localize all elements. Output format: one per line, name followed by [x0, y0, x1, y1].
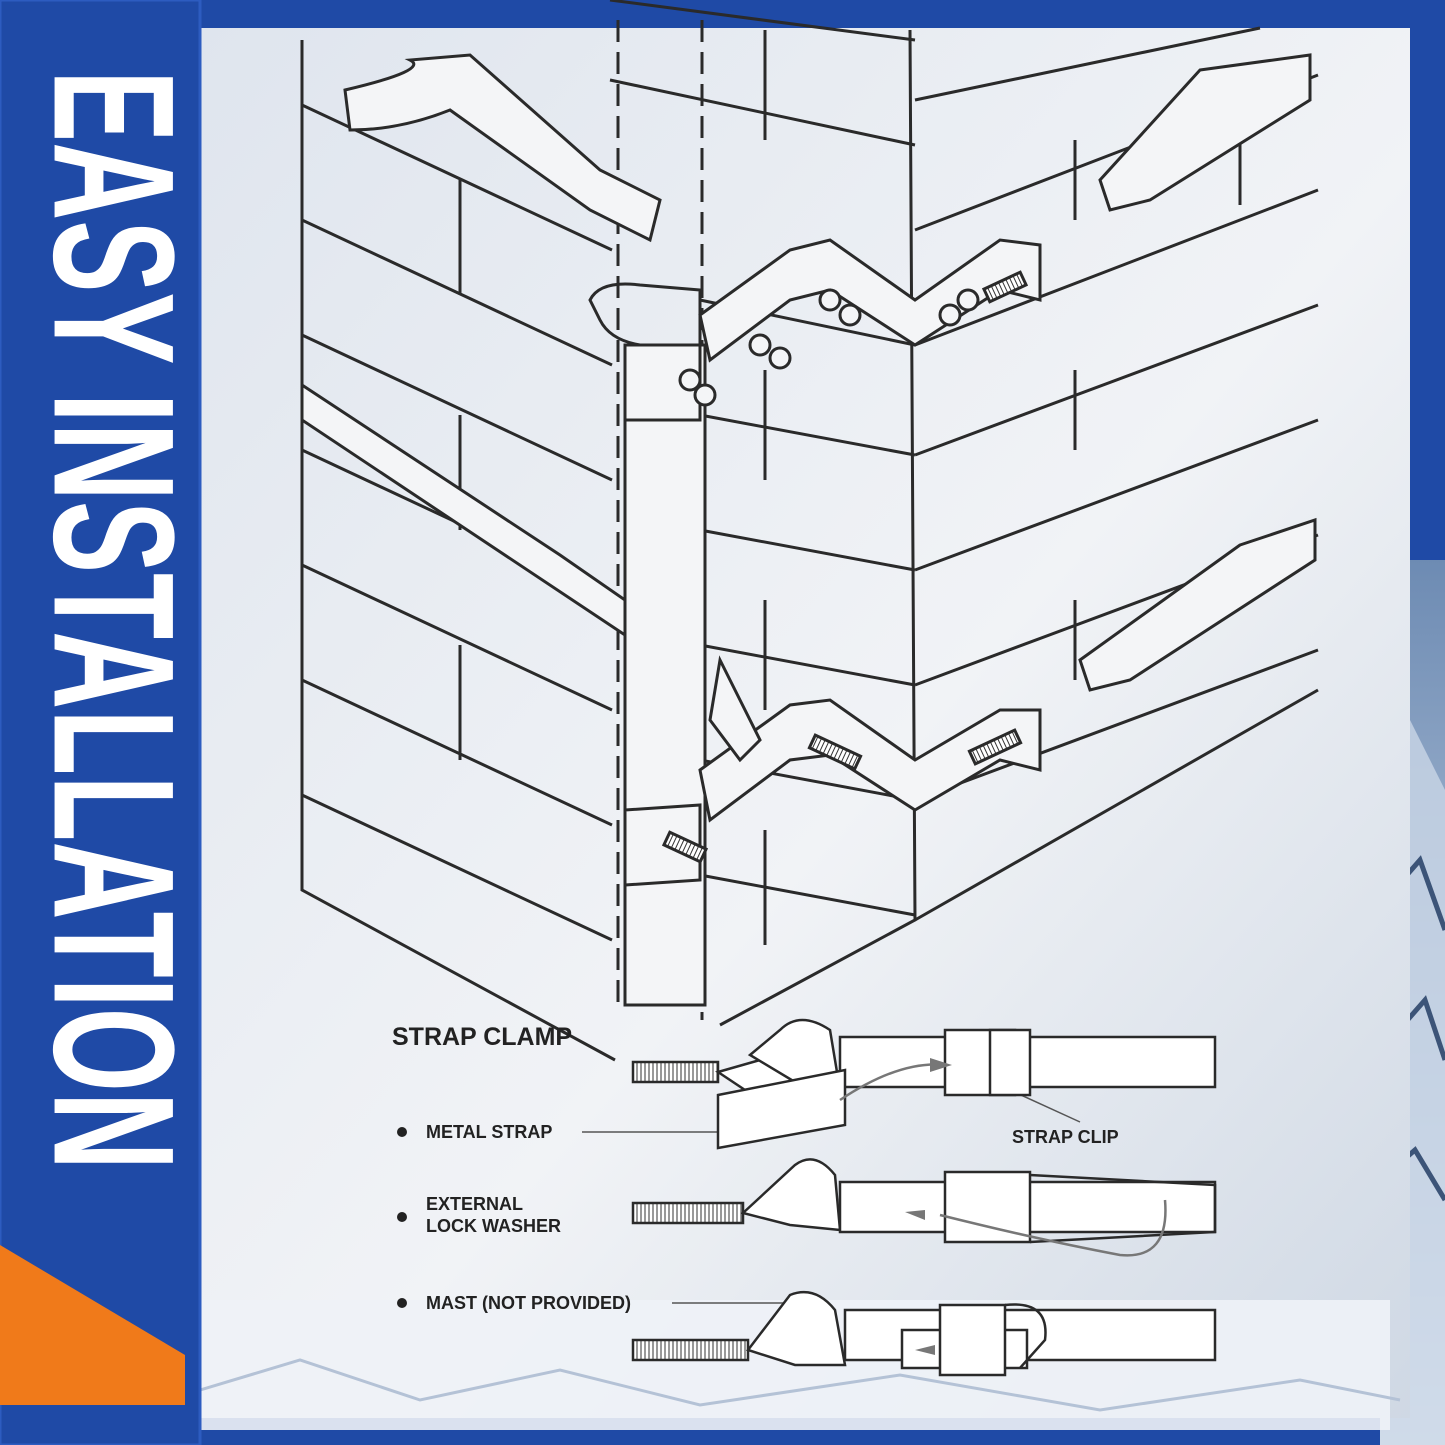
wall-straps: [300, 53, 1317, 763]
bolt-icon: [631, 1201, 745, 1225]
arrow-icon: [915, 1345, 935, 1355]
strap-clamp-legend: STRAP CLAMP METAL STRAP EXTERNAL LOCK WA…: [392, 1018, 1217, 1377]
mast-label: MAST (NOT PROVIDED): [426, 1293, 631, 1313]
arrow-icon: [905, 1210, 925, 1220]
bolt-icon: [631, 1338, 750, 1362]
clamp-step-2: [631, 1158, 1217, 1257]
bullet-dot-icon: [397, 1298, 407, 1308]
title-banner: [0, 0, 200, 1445]
clamp-step-1: [631, 1018, 1217, 1150]
lock-washer-label-line2: LOCK WASHER: [426, 1216, 561, 1236]
bullet-dot-icon: [397, 1212, 407, 1222]
legend-heading: STRAP CLAMP: [392, 1023, 572, 1051]
brick-wall: [300, 0, 1319, 1062]
clamp-step-3: [631, 1290, 1217, 1377]
bullet-dot-icon: [397, 1127, 407, 1137]
orange-accent: [0, 1245, 185, 1405]
banner-title: EASY INSTALLATION: [18, 70, 210, 1170]
metal-strap-label: METAL STRAP: [426, 1122, 552, 1142]
strap-clip-label: STRAP CLIP: [1012, 1127, 1119, 1147]
lower-wall-bracket: [623, 698, 1042, 887]
lock-washer-label-line1: EXTERNAL: [426, 1194, 523, 1214]
upper-wall-bracket: [588, 238, 1042, 422]
bolt-icon: [631, 1060, 720, 1084]
arrow-icon: [930, 1058, 952, 1072]
